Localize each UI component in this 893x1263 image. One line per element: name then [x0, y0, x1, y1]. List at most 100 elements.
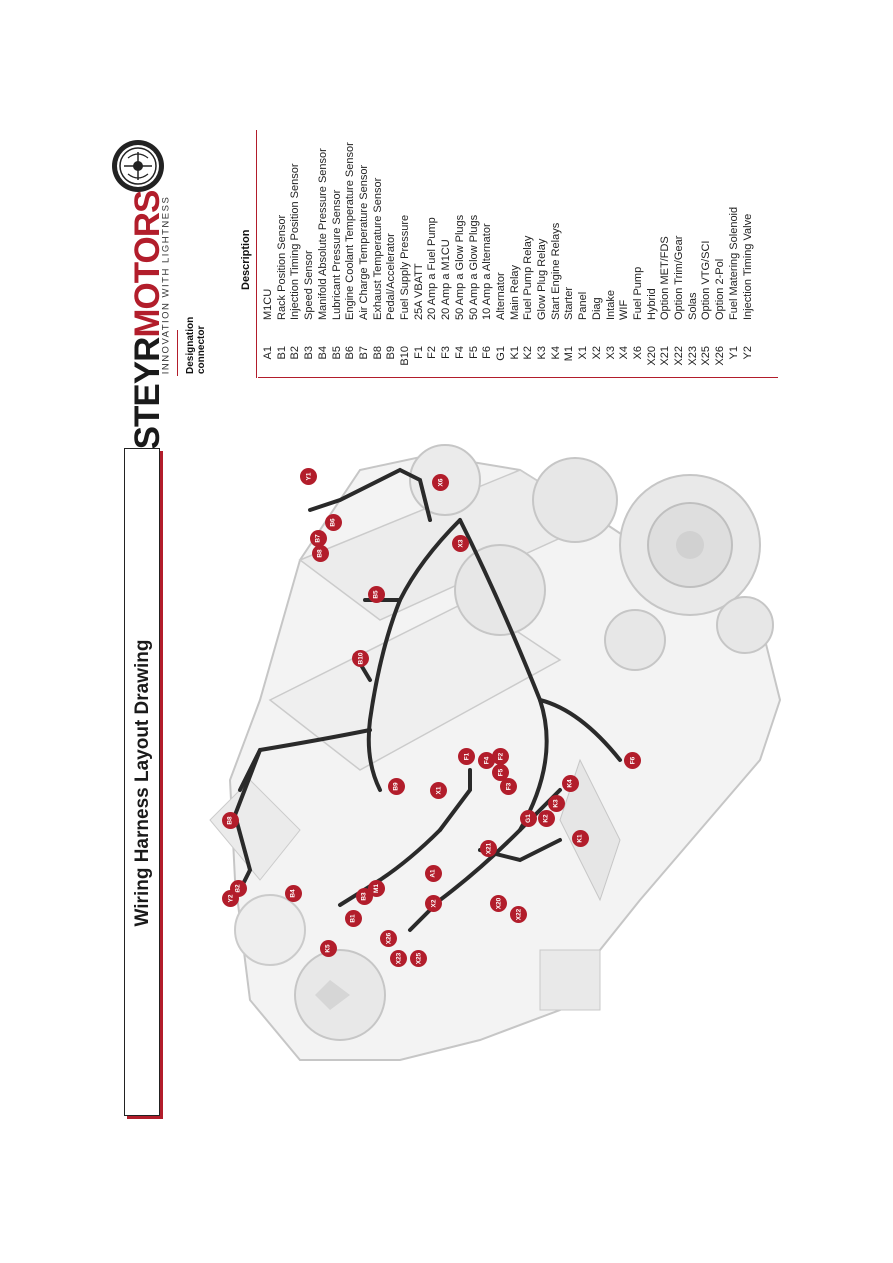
legend-row-code: F1 — [412, 346, 425, 359]
diagram-callout-label: B5 — [373, 590, 380, 599]
legend-row-code: X3 — [604, 346, 617, 360]
diagram-callout: B1 — [345, 910, 362, 927]
legend-row-description: Fuel Matering Solenoid — [727, 206, 740, 320]
diagram-callout: G1 — [520, 810, 537, 827]
diagram-callout-label: X21 — [484, 842, 492, 855]
legend-row-code: X25 — [700, 346, 713, 366]
legend-row-code: B7 — [357, 346, 370, 360]
diagram-callout-label: B10 — [357, 652, 364, 665]
diagram-callout-label: F5 — [497, 768, 504, 777]
diagram-callout-label: B1 — [350, 914, 357, 923]
legend-row-description: Engine Coolant Temperature Sensor — [344, 142, 357, 320]
legend-row-description: Manifold Absolute Pressure Sensor — [316, 148, 329, 320]
diagram-callout-label: B8 — [227, 816, 234, 825]
legend-row-code: F5 — [467, 346, 480, 359]
page-title: Wiring Harness Layout Drawing — [132, 639, 153, 927]
legend-row-description: Fuel Pump — [631, 266, 644, 320]
diagram-callout: X6 — [432, 474, 449, 491]
brand-block — [112, 140, 180, 440]
legend-row-code: X20 — [645, 346, 658, 366]
legend-row-code: B10 — [399, 346, 411, 366]
legend-row-description: Option MET/FDS — [659, 236, 672, 320]
legend-row-description: 50 Amp a Glow Plugs — [453, 214, 466, 320]
title-frame: Wiring Harness Layout Drawing — [124, 448, 160, 1116]
diagram-callout: B3 — [356, 888, 373, 905]
legend-row-code: K4 — [549, 346, 562, 360]
legend-row-code: Y1 — [727, 346, 740, 360]
legend-row-description: Option 2-Pol — [714, 258, 727, 320]
diagram-callout: X21 — [480, 840, 497, 857]
legend-row-code: X26 — [714, 346, 727, 366]
legend-row-description: Air Charge Temperature Sensor — [357, 164, 370, 320]
steyr-emblem-icon — [112, 140, 164, 192]
diagram-callout: B8 — [222, 812, 239, 829]
diagram-callout-label: K2 — [543, 814, 550, 823]
legend-header-code-text: Designation connector — [185, 316, 207, 374]
legend-row-description: Rack Position Sensor — [275, 214, 288, 320]
diagram-callout-label: A1 — [430, 869, 437, 878]
brand-tagline: INNOVATION WITH LIGHTNESS — [160, 195, 172, 375]
diagram-callout: Y1 — [300, 468, 317, 485]
diagram-callout-label: X1 — [434, 786, 442, 795]
diagram-callout-label: X26 — [384, 932, 392, 945]
legend-row-code: G1 — [494, 346, 507, 361]
legend-row-code: B2 — [289, 346, 302, 360]
diagram-callout-label: X6 — [436, 478, 444, 487]
legend-row-code: F6 — [481, 346, 494, 359]
diagram-callout-label: M1 — [373, 883, 380, 894]
diagram-callout-label: B9 — [393, 782, 400, 791]
diagram-callout-label: F2 — [497, 752, 504, 761]
legend-row-description: Diag — [590, 297, 603, 320]
legend-row-code: X2 — [590, 346, 603, 360]
diagram-callout-label: F1 — [463, 752, 470, 761]
legend-row-description: 20 Amp a Fuel Pump — [426, 217, 439, 320]
legend-row-description: Starter — [563, 286, 576, 320]
legend-row-code: B6 — [344, 346, 357, 360]
diagram-callout: B7 — [310, 530, 327, 547]
legend-row-code: X22 — [673, 346, 685, 366]
legend-row-description: 50 Amp a Glow Plugs — [467, 214, 480, 320]
diagram-callout: X2 — [425, 895, 442, 912]
diagram-callout: Y2 — [222, 890, 239, 907]
harness-wires — [232, 467, 622, 932]
legend-row-description: Option Trim/Gear — [673, 235, 685, 320]
diagram-callout-label: G1 — [524, 814, 532, 823]
legend-row-code: F3 — [440, 346, 453, 359]
legend-row-code: K1 — [508, 346, 521, 360]
legend-row-description: Pedal/Accelerator — [385, 233, 398, 320]
legend-header-code: Designation connector — [185, 317, 207, 374]
diagram-callout: X23 — [390, 950, 407, 967]
legend-row-description: Intake — [604, 290, 617, 320]
legend-row-description: Start Engine Relays — [549, 222, 562, 320]
diagram-callout: X22 — [510, 906, 527, 923]
legend-row-code: X21 — [659, 346, 672, 366]
legend-header-desc: Description — [240, 229, 252, 290]
legend-row-code: Y2 — [741, 346, 754, 360]
diagram-callout-label: B8 — [317, 549, 324, 558]
legend-row-code: B3 — [303, 346, 316, 360]
diagram-callout-label: X25 — [414, 952, 422, 965]
diagram-callout-label: K4 — [567, 779, 574, 788]
legend-row-description: Alternator — [494, 272, 507, 320]
diagram-callout-label: X2 — [429, 899, 437, 908]
diagram-callout: F5 — [492, 764, 509, 781]
diagram-callout: X20 — [490, 895, 507, 912]
legend-row-description: Lubricant Pressure Sensor — [330, 189, 343, 320]
diagram-callout-label: B6 — [330, 518, 337, 527]
diagram-callout: K1 — [572, 830, 589, 847]
legend-row-description: 10 Amp a Alternator — [481, 223, 494, 320]
diagram-callout: K5 — [320, 940, 337, 957]
diagram-callout: X3 — [452, 535, 469, 552]
diagram-callout-label: B7 — [315, 534, 322, 543]
diagram-callout-label: X20 — [494, 897, 502, 910]
diagram-callout: F2 — [492, 748, 509, 765]
legend-divider-right — [256, 130, 257, 378]
diagram-callout: A1 — [425, 865, 442, 882]
legend-row-code: B9 — [385, 346, 398, 360]
diagram-callout: B9 — [388, 778, 405, 795]
legend-row-description: WIF — [618, 299, 631, 320]
diagram-callout-label: K1 — [577, 834, 584, 843]
diagram-callout-label: B4 — [290, 889, 297, 898]
diagram-callout: X1 — [430, 782, 447, 799]
